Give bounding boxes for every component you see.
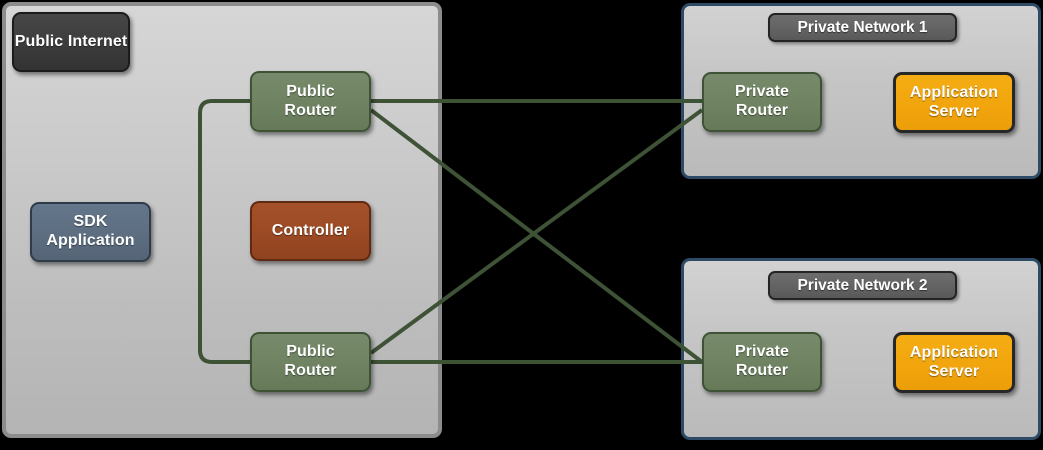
public-internet-label: Public Internet	[12, 12, 130, 72]
node-sdk-application[interactable]: SDK Application	[30, 202, 151, 262]
private-network-2-title: Private Network 2	[768, 271, 957, 300]
node-controller[interactable]: Controller	[250, 201, 371, 261]
node-public-router-bottom[interactable]: Public Router	[250, 332, 371, 392]
node-application-server-2[interactable]: Application Server	[893, 332, 1015, 393]
node-private-router-1[interactable]: Private Router	[702, 72, 822, 132]
private-network-1-title: Private Network 1	[768, 13, 957, 42]
node-application-server-1[interactable]: Application Server	[893, 72, 1015, 133]
node-private-router-2[interactable]: Private Router	[702, 332, 822, 392]
node-public-router-top[interactable]: Public Router	[250, 71, 371, 132]
